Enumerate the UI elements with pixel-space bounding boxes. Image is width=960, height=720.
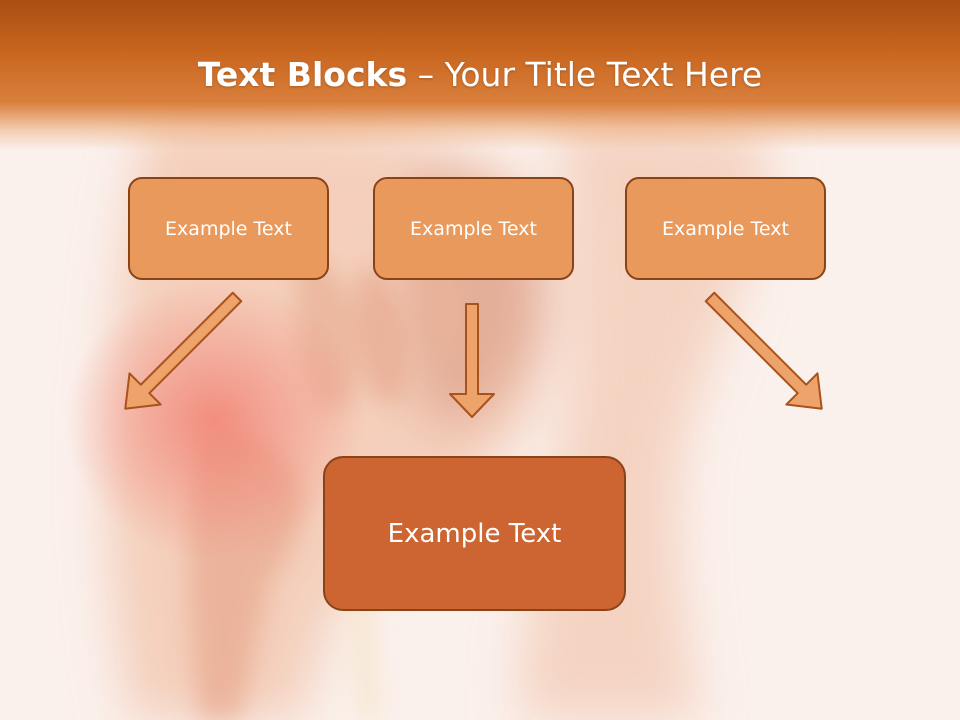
text-block-left-label: Example Text (165, 217, 292, 240)
title-separator: – (407, 55, 445, 94)
title-bold-part: Text Blocks (197, 55, 408, 94)
text-block-main[interactable]: Example Text (323, 456, 626, 611)
text-block-right[interactable]: Example Text (625, 177, 826, 280)
header-band (0, 0, 960, 150)
text-block-center[interactable]: Example Text (373, 177, 574, 280)
slide-title[interactable]: Text Blocks – Your Title Text Here (0, 52, 960, 98)
text-block-main-label: Example Text (387, 518, 562, 549)
title-rest: Your Title Text Here (444, 55, 763, 94)
text-block-left[interactable]: Example Text (128, 177, 329, 280)
text-block-center-label: Example Text (410, 217, 537, 240)
text-block-right-label: Example Text (662, 217, 789, 240)
